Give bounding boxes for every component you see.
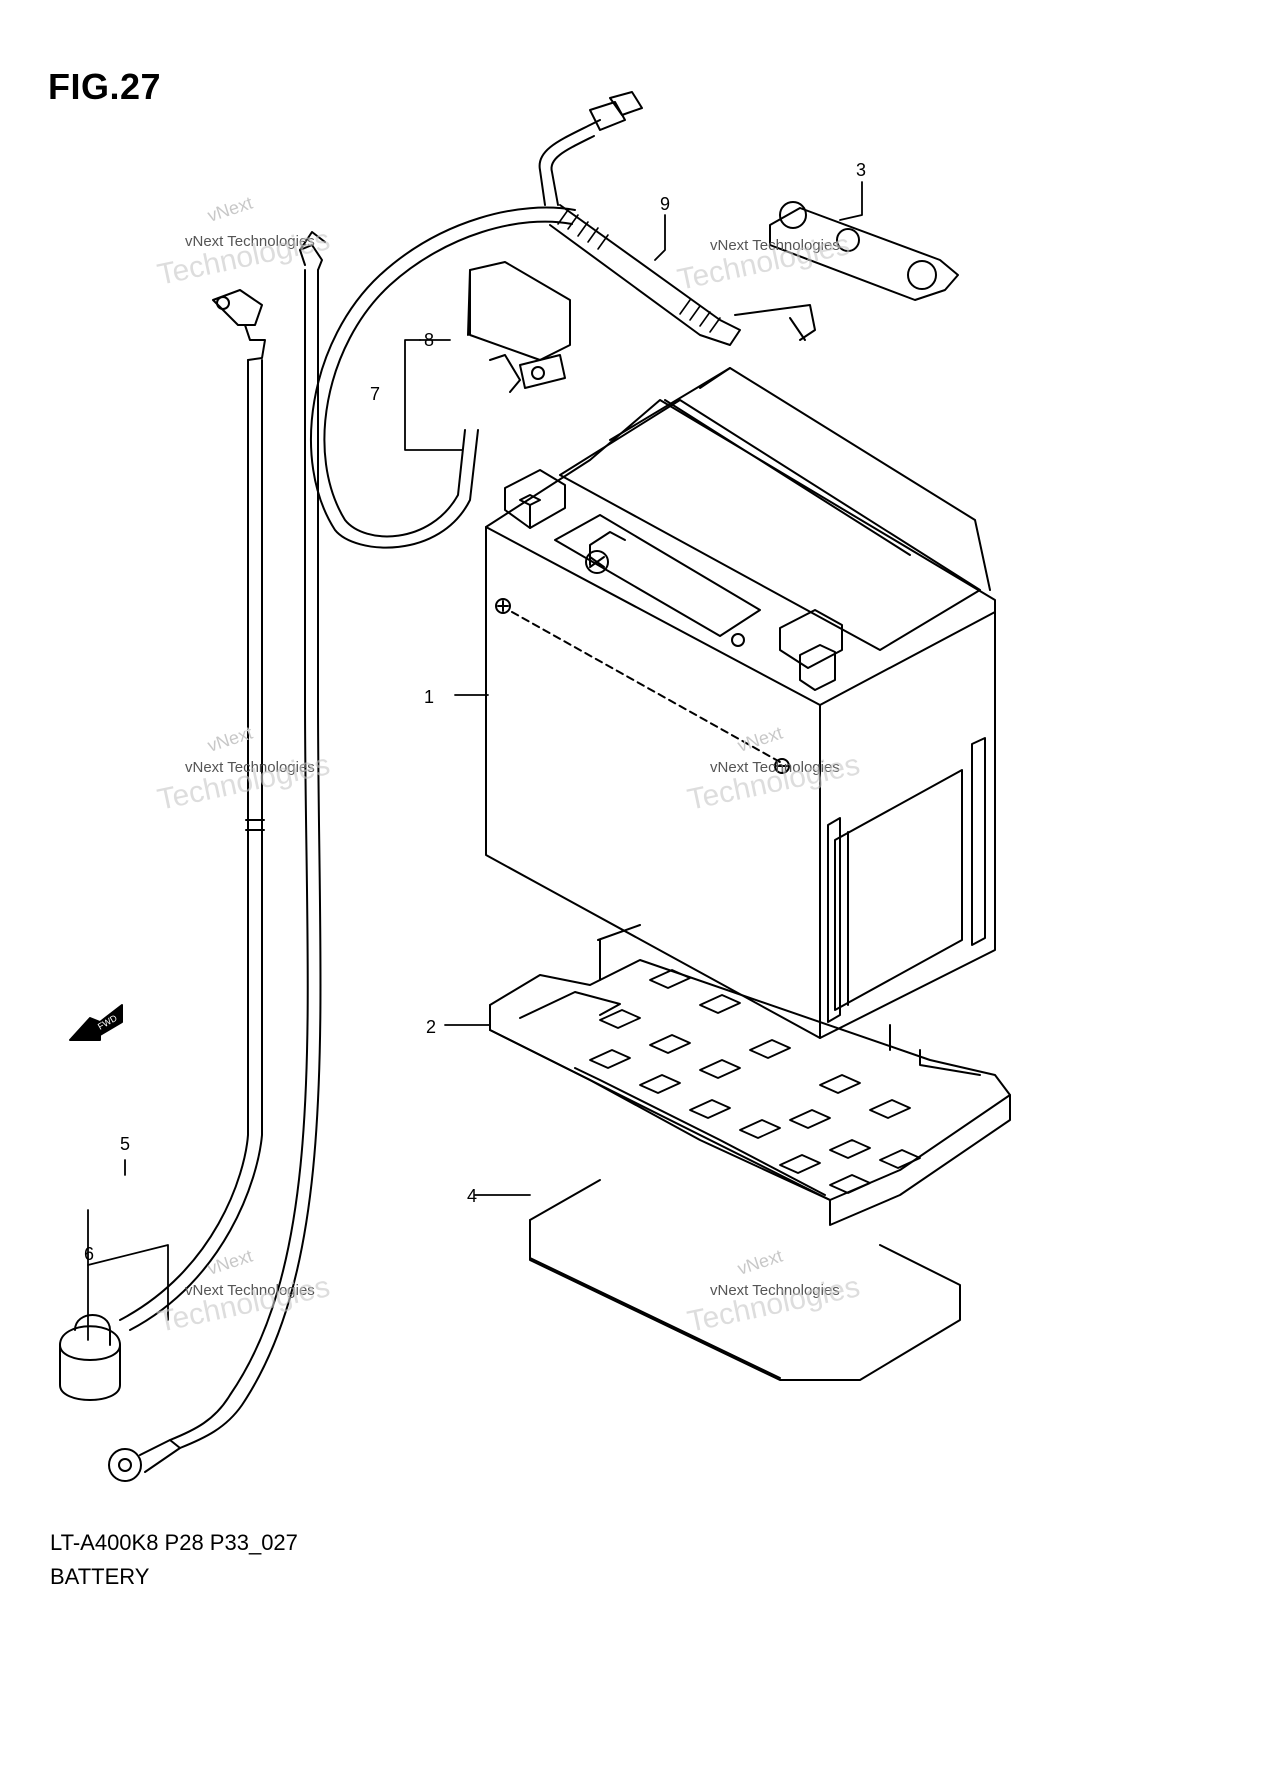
watermark-bottom-left: vNext vNext Technologies Technologies [155,1246,333,1339]
svg-text:vNext Technologies: vNext Technologies [185,233,315,250]
diagram-name-caption: BATTERY [50,1564,150,1589]
callout-9: 9 [660,194,670,214]
leader-lines [87,181,863,1341]
figure-title: FIG.27 [48,66,162,107]
battery-band-drawing [769,201,959,301]
battery-pad-drawing [529,1179,961,1381]
svg-text:vNext Technologies: vNext Technologies [185,1282,315,1299]
callout-2: 2 [426,1017,436,1037]
svg-text:vNext Technologies: vNext Technologies [185,759,315,776]
watermark-bottom-right: vNext vNext Technologies Technologies [685,1246,863,1339]
callout-7: 7 [370,384,380,404]
callout-1: 1 [424,687,434,707]
callout-3: 3 [856,160,866,180]
callout-4: 4 [467,1186,477,1206]
callout-6: 6 [84,1244,94,1264]
svg-text:vNext: vNext [205,1246,255,1279]
svg-text:vNext: vNext [735,1246,785,1279]
svg-text:Technologies: Technologies [685,1270,863,1339]
svg-text:vNext: vNext [735,723,785,756]
svg-text:vNext Technologies: vNext Technologies [710,1282,840,1299]
watermark-top-right: vNext Technologies Technologies [675,228,853,297]
fwd-arrow-icon [69,1004,123,1041]
battery-drawing [485,367,996,1039]
svg-text:vNext: vNext [205,193,255,226]
callout-8: 8 [424,330,434,350]
svg-text:vNext Technologies: vNext Technologies [710,237,840,254]
svg-text:Technologies: Technologies [155,1270,333,1339]
watermark-mid-right: vNext vNext Technologies Technologies [685,723,863,817]
positive-cable-drawing [310,91,816,549]
callout-5: 5 [120,1134,130,1154]
svg-text:vNext Technologies: vNext Technologies [710,759,840,776]
battery-tray-drawing [489,924,1011,1226]
diagram-code-caption: LT-A400K8 P28 P33_027 [50,1530,298,1555]
ground-wire-drawing [108,231,326,1482]
watermark-top-left: vNext vNext Technologies Technologies [155,193,333,292]
negative-cable-drawing [59,289,266,1401]
